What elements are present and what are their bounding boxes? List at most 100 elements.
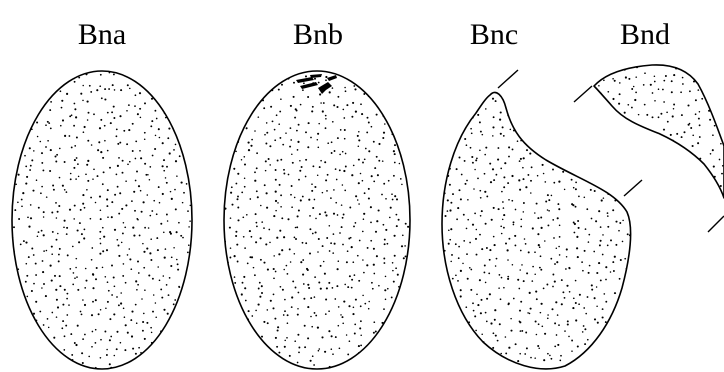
stipple-dot	[644, 163, 646, 165]
stipple-dot	[403, 257, 405, 259]
stipple-dot	[237, 219, 239, 221]
stipple-dot	[521, 103, 523, 105]
stipple-dot	[378, 143, 380, 145]
stipple-dot	[551, 146, 553, 148]
stipple-dot	[36, 179, 38, 181]
stipple-dot	[75, 178, 77, 180]
stipple-dot	[663, 129, 665, 131]
stipple-dot	[298, 209, 300, 211]
stipple-dot	[507, 278, 509, 280]
stipple-dot	[89, 85, 91, 87]
stipple-dot	[99, 238, 101, 240]
stipple-dot	[373, 264, 375, 266]
stipple-dot	[322, 192, 324, 194]
stipple-dot	[312, 165, 314, 167]
stipple-dot	[284, 299, 286, 301]
stipple-dot	[122, 275, 124, 277]
stipple-dot	[11, 82, 13, 84]
stipple-dot	[441, 99, 443, 101]
stipple-dot	[59, 177, 61, 179]
stipple-dot	[116, 239, 118, 241]
stipple-dot	[324, 273, 326, 275]
stipple-dot	[378, 160, 380, 162]
stipple-dot	[463, 214, 465, 216]
stipple-dot	[198, 144, 200, 146]
stipple-dot	[173, 149, 175, 151]
stipple-dot	[305, 242, 307, 244]
stipple-dot	[605, 169, 607, 171]
stipple-dot	[291, 206, 293, 208]
stipple-dot	[594, 318, 596, 320]
stipple-dot	[144, 138, 146, 140]
stipple-dot	[163, 170, 165, 172]
stipple-dot	[73, 125, 75, 127]
stipple-dot	[74, 159, 76, 161]
stipple-dot	[406, 319, 408, 321]
stipple-dot	[513, 298, 515, 300]
stipple-dot	[544, 240, 546, 242]
stipple-dot	[400, 328, 402, 330]
stipple-dot	[234, 282, 236, 284]
stipple-dot	[461, 174, 463, 176]
stipple-dot	[518, 179, 520, 181]
stipple-dot	[458, 257, 460, 259]
stipple-dot	[602, 234, 604, 236]
stipple-dot	[84, 304, 86, 306]
stipple-dot	[610, 67, 612, 69]
stipple-dot	[362, 259, 364, 261]
stipple-dot	[325, 298, 327, 300]
stipple-dot	[79, 222, 81, 224]
stipple-dot	[342, 316, 344, 318]
stipple-dot	[325, 179, 327, 181]
stipple-dot	[613, 351, 615, 353]
stipple-dot	[493, 207, 495, 209]
stipple-dot	[144, 163, 146, 165]
stipple-dot	[564, 297, 566, 299]
stipple-dot	[135, 280, 137, 282]
stipple-dot	[84, 207, 86, 209]
stipple-dot	[541, 325, 543, 327]
stipple-dot	[113, 276, 115, 278]
stipple-dot	[173, 247, 175, 249]
stipple-dot	[444, 269, 446, 271]
stipple-dot	[623, 340, 625, 342]
stipple-dot	[27, 216, 29, 218]
stipple-dot	[449, 209, 451, 211]
stipple-dot	[460, 295, 462, 297]
stipple-dot	[129, 248, 131, 250]
stipple-dot	[182, 202, 184, 204]
stipple-dot	[481, 248, 483, 250]
stipple-dot	[574, 223, 576, 225]
stipple-dot	[504, 162, 506, 164]
stipple-dot	[302, 89, 304, 91]
stipple-dot	[403, 77, 405, 79]
stipple-dot	[192, 182, 194, 184]
stipple-dot	[517, 140, 519, 142]
stipple-dot	[29, 169, 31, 171]
stipple-dot	[236, 198, 238, 200]
stipple-dot	[80, 209, 82, 211]
stipple-dot	[335, 336, 337, 338]
stipple-dot	[199, 315, 201, 317]
stipple-dot	[355, 111, 357, 113]
stipple-dot	[107, 112, 109, 114]
stipple-dot	[25, 242, 27, 244]
stipple-dot	[688, 164, 690, 166]
stipple-dot	[76, 137, 78, 139]
stipple-dot	[325, 127, 327, 129]
stipple-dot	[259, 94, 261, 96]
stipple-dot	[670, 144, 672, 146]
stipple-dot	[266, 132, 268, 134]
stipple-dot	[715, 194, 717, 196]
stipple-dot	[12, 143, 14, 145]
stipple-dot	[95, 342, 97, 344]
stipple-dot	[510, 318, 512, 320]
stipple-dot	[34, 101, 36, 103]
stipple-dot	[252, 88, 254, 90]
stipple-dot	[613, 270, 615, 272]
stipple-dot	[339, 154, 341, 156]
stipple-dot	[598, 362, 600, 364]
stipple-dot	[62, 119, 64, 121]
stipple-dot	[544, 333, 546, 335]
stipple-dot	[235, 231, 237, 233]
